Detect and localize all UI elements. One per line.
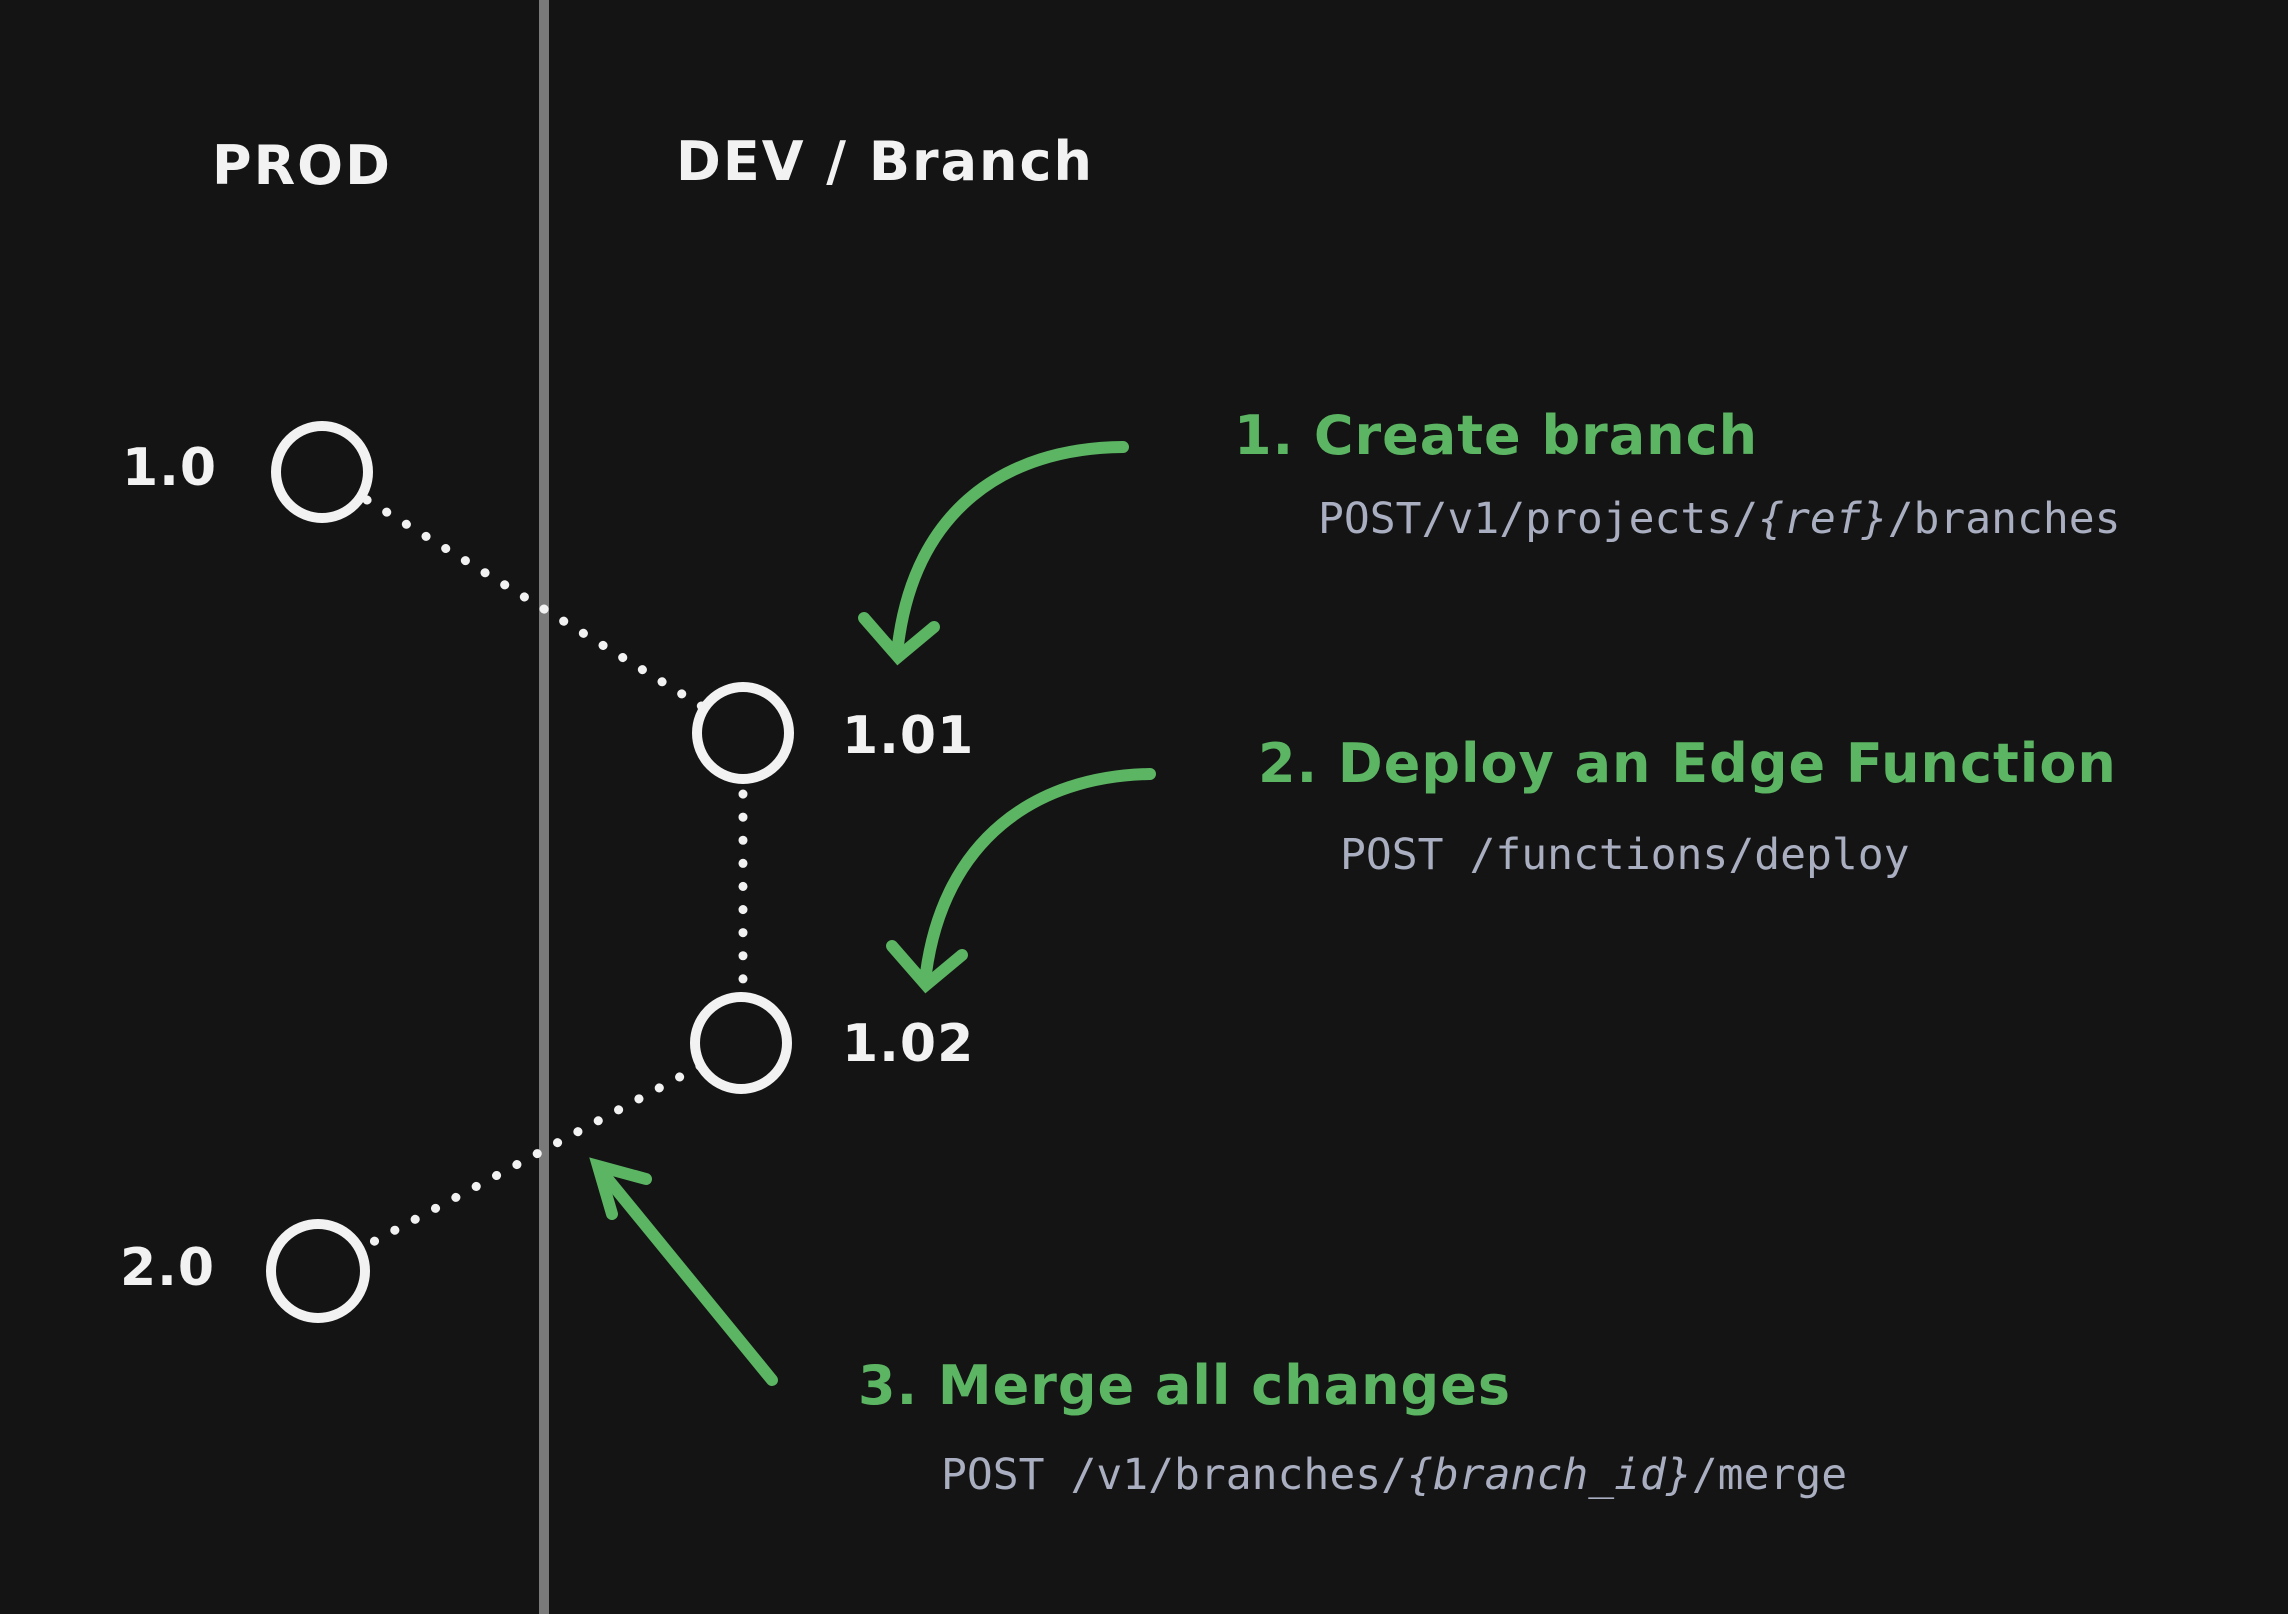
arrow-merge-changes-icon — [589, 1157, 778, 1386]
arrow-create-branch-icon — [858, 441, 1129, 666]
arrow-deploy-function-icon — [886, 768, 1156, 994]
endpoint-segment: /branches — [1887, 494, 2121, 544]
endpoint-placeholder: {branch_id} — [1407, 1450, 1692, 1500]
node-circle-2_0 — [266, 1219, 370, 1323]
step-heading-create-branch: 1. Create branch — [1234, 404, 1759, 467]
node-circle-1_02 — [690, 992, 792, 1094]
connector-1_02-to-2_0 — [355, 1061, 705, 1254]
step-heading-merge-all-changes: 3. Merge all changes — [858, 1354, 1511, 1417]
endpoint-create-branch: POST/v1/projects/{ref}/branches — [1318, 494, 2121, 544]
prod-column-header: PROD — [212, 134, 392, 197]
node-label-1_02: 1.02 — [842, 1014, 975, 1074]
step-heading-deploy-edge-function: 2. Deploy an Edge Function — [1258, 732, 2117, 795]
endpoint-segment: POST /functions/deploy — [1340, 830, 1910, 880]
node-label-1_0: 1.0 — [122, 438, 218, 498]
endpoint-segment: POST /v1/branches/ — [941, 1450, 1407, 1500]
endpoint-placeholder: {ref} — [1758, 494, 1888, 544]
endpoint-deploy-function: POST /functions/deploy — [1340, 830, 1910, 880]
node-circle-1_0 — [271, 421, 373, 523]
endpoint-merge-branch: POST /v1/branches/{branch_id}/merge — [941, 1450, 1847, 1500]
node-circle-1_01 — [692, 682, 794, 784]
prod-dev-divider-line — [539, 0, 549, 1614]
connector-1_0-to-1_01 — [362, 495, 708, 712]
endpoint-segment: /merge — [1691, 1450, 1848, 1500]
node-label-2_0: 2.0 — [120, 1238, 216, 1298]
dev-column-header: DEV / Branch — [676, 130, 1094, 193]
endpoint-segment: POST/v1/projects/ — [1318, 494, 1759, 544]
node-label-1_01: 1.01 — [842, 706, 975, 766]
